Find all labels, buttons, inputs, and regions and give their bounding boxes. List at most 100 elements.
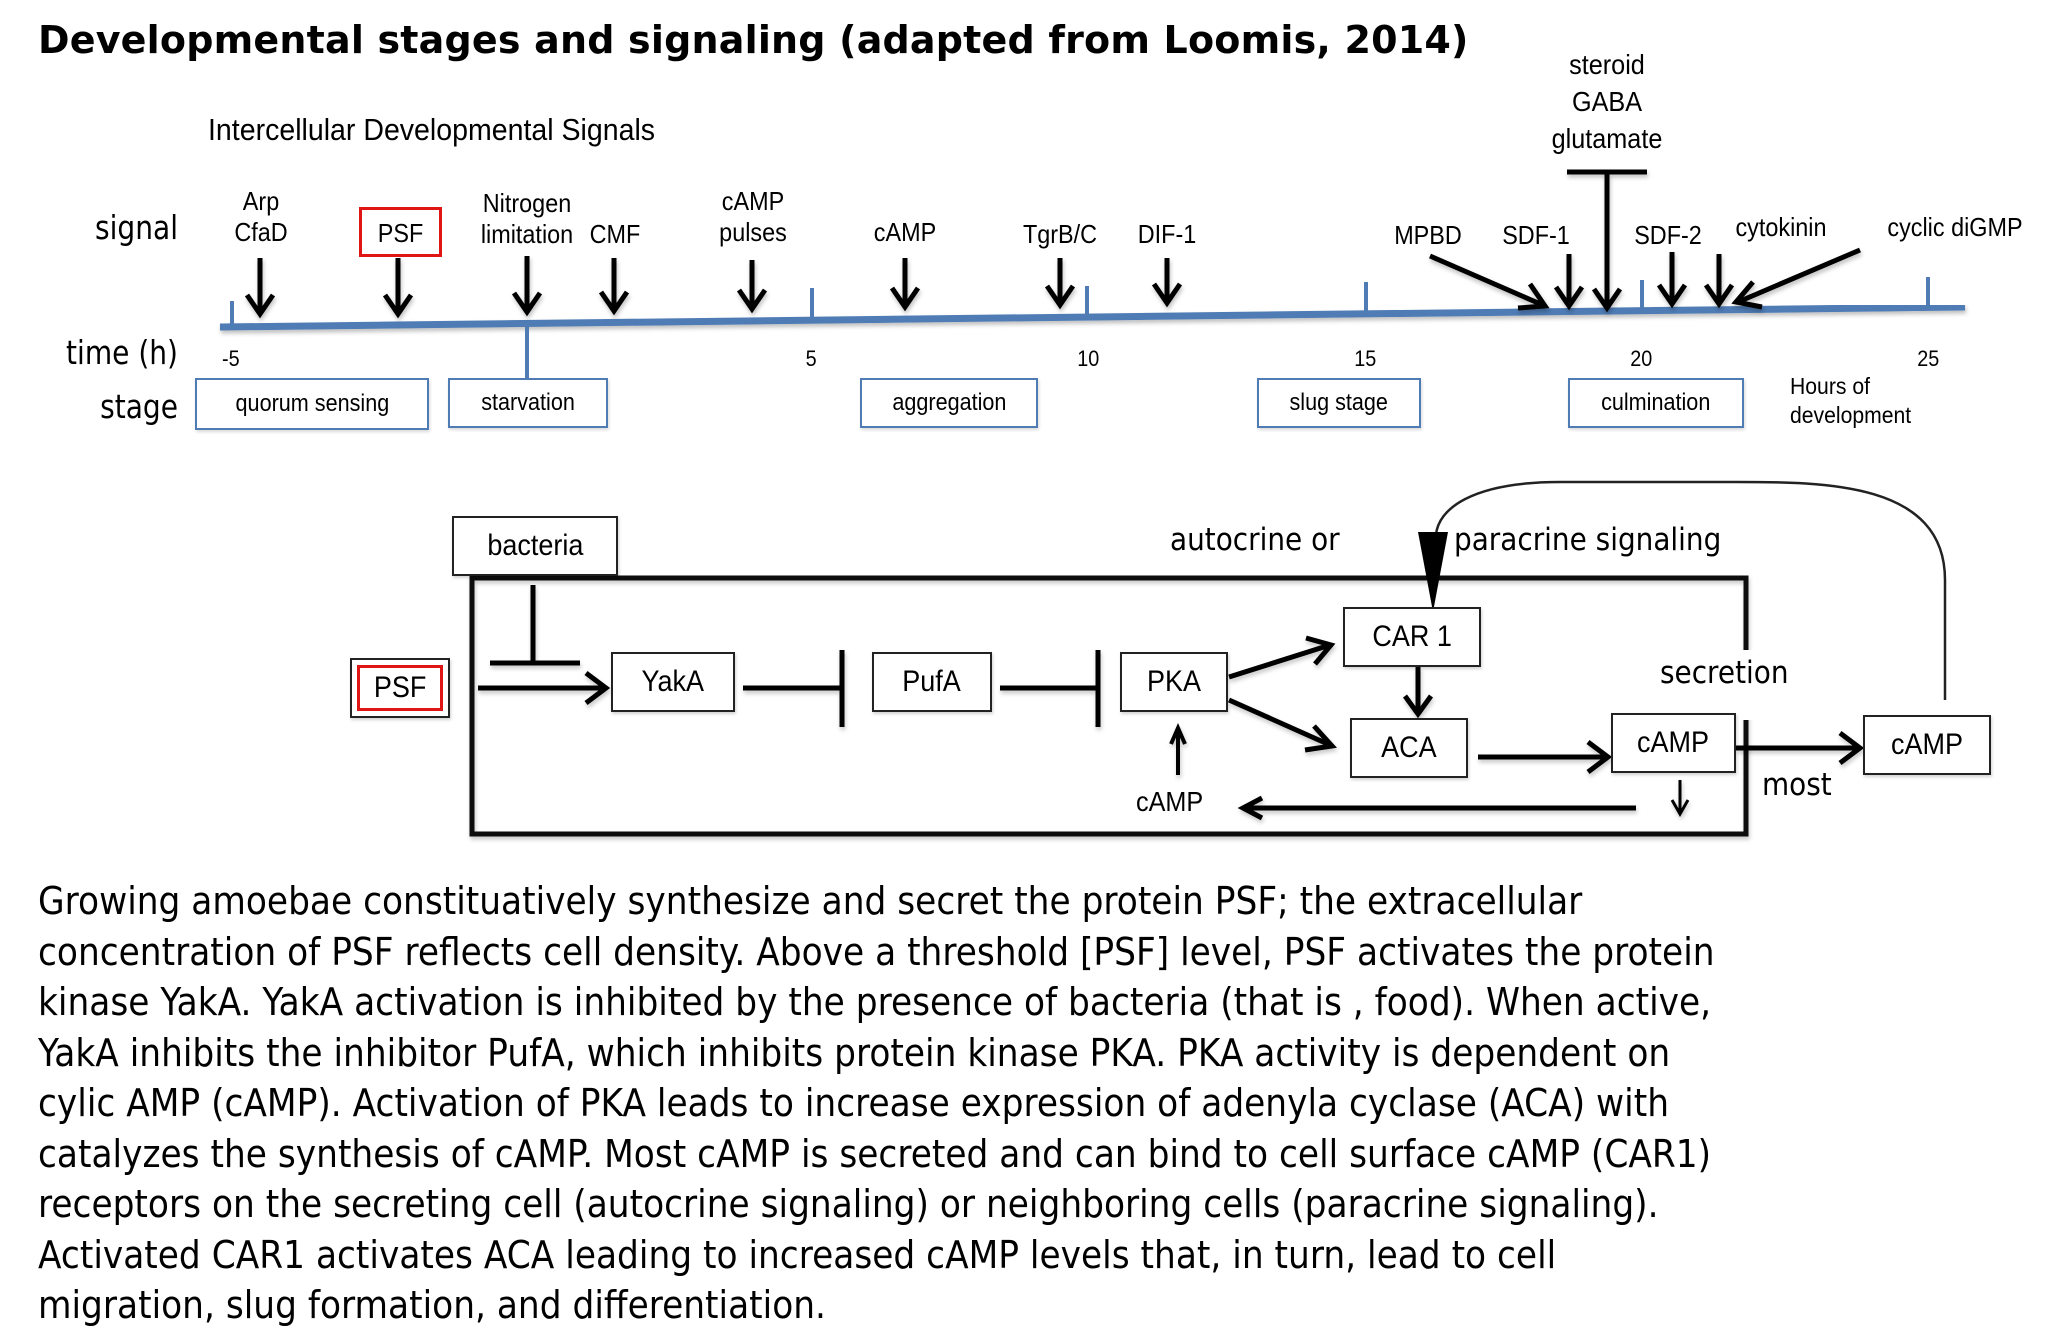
pka-to-car1-edge — [1228, 635, 1336, 680]
label-most: most — [1762, 767, 1832, 803]
description-line: Growing amoebae constituatively synthesi… — [38, 879, 1583, 923]
stage-slug: slug stage — [1257, 378, 1421, 428]
tick-label: 20 — [1630, 346, 1653, 371]
node-aca: ACA — [1350, 718, 1468, 778]
node-pka: PKA — [1120, 652, 1228, 712]
description-line: kinase YakA. YakA activation is inhibite… — [38, 980, 1712, 1024]
tick-label: -5 — [221, 346, 240, 371]
signal-label-sdf-2: SDF-2 — [1634, 220, 1702, 250]
label-secretion: secretion — [1660, 655, 1789, 691]
tick-label: 10 — [1077, 346, 1100, 371]
signal-arrow-camp — [889, 258, 921, 312]
camp-degradation-edge — [1670, 780, 1690, 818]
timeline-graphic — [219, 169, 1966, 380]
secretion-edge — [1736, 731, 1865, 765]
signal-label-line: pulses — [719, 217, 787, 247]
row-label-time: time (h) — [66, 333, 178, 372]
node-label: bacteria — [486, 529, 584, 562]
signal-arrow-cmf — [598, 258, 630, 316]
camp-to-pka-edge — [1169, 723, 1187, 775]
label-paracrine: paracrine signaling — [1454, 522, 1722, 558]
stage-aggregation: aggregation — [860, 378, 1038, 428]
node-yaka: YakA — [611, 652, 735, 712]
row-label-signal: signal — [95, 208, 178, 247]
description-line: YakA inhibits the inhibitor PufA, which … — [38, 1030, 1671, 1075]
signal-arrow-psf — [382, 258, 414, 319]
signal-arrow-arp-cfad — [244, 258, 276, 319]
pka-to-aca-edge — [1227, 697, 1337, 753]
description-line: Activated CAR1 activates ACA leading to … — [38, 1232, 1557, 1277]
signal-label-camp-pulses: cAMP pulses — [705, 186, 800, 248]
signal-label-dif-1: DIF-1 — [1137, 219, 1197, 249]
row-label-stage: stage — [100, 387, 178, 426]
axis-note-line: development — [1790, 402, 1912, 428]
pufa-inhibits-pka-edge — [1000, 650, 1101, 727]
signal-label-psf: PSF — [377, 218, 424, 248]
node-label: PKA — [1146, 665, 1202, 698]
node-label: PSF — [373, 671, 427, 704]
stage-label: culmination — [1601, 389, 1711, 416]
node-label: cAMP — [1890, 728, 1963, 761]
signal-arrow-cyclic-digmp — [1731, 247, 1861, 310]
signal-arrow-tgrbc — [1044, 258, 1076, 310]
signal-arrow-sdf-2 — [1656, 252, 1688, 309]
signal-label-mpbd: MPBD — [1394, 220, 1462, 250]
figure-title: Developmental stages and signaling (adap… — [38, 18, 1469, 62]
description-line: concentration of PSF reflects cell densi… — [38, 929, 1715, 974]
axis-note-hours: Hours of development — [1790, 372, 1911, 430]
signal-label-cytokinin: cytokinin — [1735, 212, 1827, 242]
signal-arrow-nitrogen — [511, 256, 543, 317]
node-pufa: PufA — [872, 652, 992, 712]
node-label: ACA — [1381, 731, 1437, 764]
node-camp-feedback: cAMP — [1136, 786, 1204, 817]
signal-arrow-mpbd — [1429, 253, 1550, 311]
stage-starvation: starvation — [448, 378, 608, 428]
signal-arrow-cytokinin — [1703, 254, 1735, 309]
stage-label: aggregation — [891, 389, 1007, 416]
timeline-axis — [219, 303, 1966, 331]
aca-to-camp-edge — [1478, 740, 1613, 774]
signal-label-line: limitation — [480, 219, 574, 249]
description-line: receptors on the secreting cell (autocri… — [38, 1182, 1659, 1226]
signal-label-cmf: CMF — [589, 219, 641, 249]
label-autocrine: autocrine or — [1170, 522, 1340, 558]
description-line: catalyzes the synthesis of cAMP. Most cA… — [38, 1131, 1712, 1176]
timeline-heading: Intercellular Developmental Signals — [208, 112, 656, 147]
inhibitor-steroid-gaba-glutamate — [1567, 169, 1647, 313]
stage-label: slug stage — [1289, 389, 1389, 416]
node-label: cAMP — [1637, 726, 1710, 759]
signal-label-line: GABA — [1571, 86, 1643, 117]
signal-label-line: glutamate — [1551, 123, 1663, 154]
node-car1: CAR 1 — [1343, 607, 1481, 667]
stage-label: starvation — [481, 389, 575, 416]
node-label: YakA — [641, 665, 705, 698]
node-label: PufA — [902, 665, 962, 698]
node-bacteria: bacteria — [452, 516, 618, 576]
psf-highlight-box — [357, 665, 443, 711]
signal-label-cyclic-digmp: cyclic diGMP — [1887, 212, 2023, 242]
description-line: cylic AMP (cAMP). Activation of PKA lead… — [38, 1081, 1670, 1125]
description-line: migration, slug formation, and different… — [38, 1283, 826, 1327]
signal-arrow-dif-1 — [1151, 258, 1183, 308]
yaka-inhibits-pufa-edge — [743, 650, 845, 727]
signal-arrow-camp-pulses — [736, 260, 768, 314]
signal-label-line: steroid — [1569, 49, 1645, 80]
bacteria-inhibition-edge — [490, 585, 580, 666]
tick-label: 15 — [1354, 346, 1377, 371]
tick-label: 25 — [1917, 346, 1940, 371]
signal-label-tgrbc: TgrB/C — [1022, 219, 1098, 249]
description-paragraph: Growing amoebae constituatively synthesi… — [38, 876, 2058, 1331]
psf-to-yaka-edge — [478, 671, 611, 705]
signal-arrow-sdf-1 — [1553, 254, 1585, 311]
stage-quorum-sensing: quorum sensing — [195, 378, 429, 430]
car1-to-aca-edge — [1402, 667, 1434, 719]
stage-label: quorum sensing — [235, 390, 389, 417]
signal-label-line: CfaD — [234, 217, 288, 247]
autocrine-paracrine-loop — [1434, 480, 1947, 700]
camp-feedback-edge — [1237, 795, 1636, 821]
signal-label-arp-cfad: Arp CfaD — [212, 186, 311, 248]
axis-note-line: Hours of — [1790, 373, 1870, 399]
pathway-graphic — [469, 480, 1947, 837]
signal-label-sdf-1: SDF-1 — [1502, 220, 1570, 250]
psf-highlight-box — [359, 207, 442, 257]
